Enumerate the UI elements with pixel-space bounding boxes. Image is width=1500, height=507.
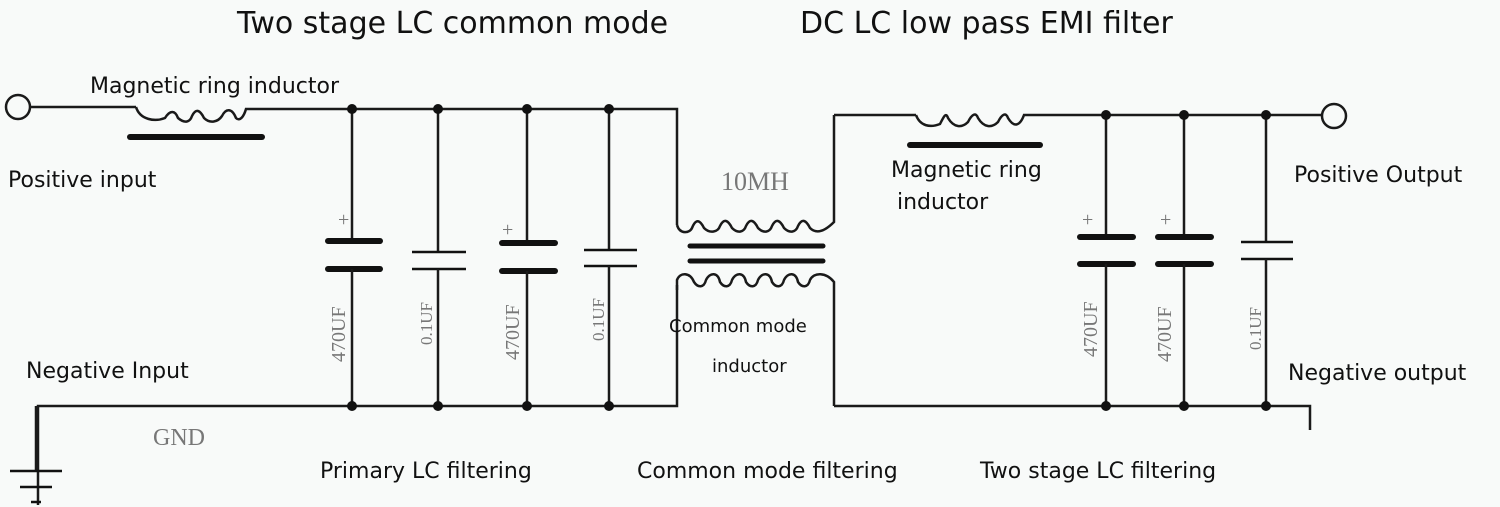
capacitor-c6 [1155, 110, 1214, 411]
negative-input-label: Negative Input [26, 359, 189, 384]
negative-rail-primary [36, 285, 679, 505]
capacitor-c3 [499, 104, 558, 411]
positive-input-label: Positive input [8, 168, 157, 193]
capacitor-value: 470UF [328, 306, 350, 362]
output-inductor-label-line1: Magnetic ring [891, 158, 1042, 183]
ground-icon [10, 406, 62, 504]
output-inductor-label-line2: inductor [897, 190, 989, 215]
capacitor-c1 [325, 104, 383, 411]
section-common-mode-label: Common mode filtering [637, 459, 898, 484]
capacitor-c4 [584, 104, 637, 411]
title-right: DC LC low pass EMI filter [800, 6, 1173, 41]
plus-sign: + [1160, 209, 1171, 231]
input-inductor-coil [134, 106, 350, 123]
negative-output-label: Negative output [1288, 361, 1467, 386]
title-left: Two stage LC common mode [236, 6, 668, 41]
positive-output-label: Positive Output [1294, 163, 1463, 188]
capacitor-value: 470UF [1080, 301, 1102, 357]
capacitor-value: 0.1UF [417, 302, 436, 345]
capacitor-value: 470UF [1154, 306, 1176, 362]
section-primary-label: Primary LC filtering [320, 459, 532, 484]
capacitor-c7 [1241, 110, 1293, 411]
cm-inductor-value: 10MH [721, 167, 789, 196]
positive-output-terminal [1320, 102, 1348, 130]
negative-rail-output [834, 404, 1312, 430]
cm-inductor-label-line1: Common mode [669, 316, 807, 337]
input-inductor-label: Magnetic ring inductor [90, 74, 340, 99]
plus-sign: + [1082, 209, 1093, 231]
positive-input-terminal [4, 93, 32, 121]
common-mode-inductor [675, 115, 836, 406]
plus-sign: + [502, 219, 513, 241]
capacitor-c5 [1077, 110, 1136, 411]
output-inductor-coil [914, 113, 1330, 128]
gnd-label: GND [153, 425, 205, 451]
capacitor-value: 0.1UF [589, 298, 608, 341]
capacitor-c2 [412, 104, 466, 411]
capacitor-value: 470UF [502, 304, 524, 360]
capacitor-value: 0.1UF [1246, 307, 1265, 350]
section-two-stage-label: Two stage LC filtering [979, 459, 1216, 484]
plus-sign: + [338, 209, 349, 231]
positive-rail-primary [350, 107, 679, 225]
cm-inductor-label-line2: inductor [712, 356, 787, 377]
